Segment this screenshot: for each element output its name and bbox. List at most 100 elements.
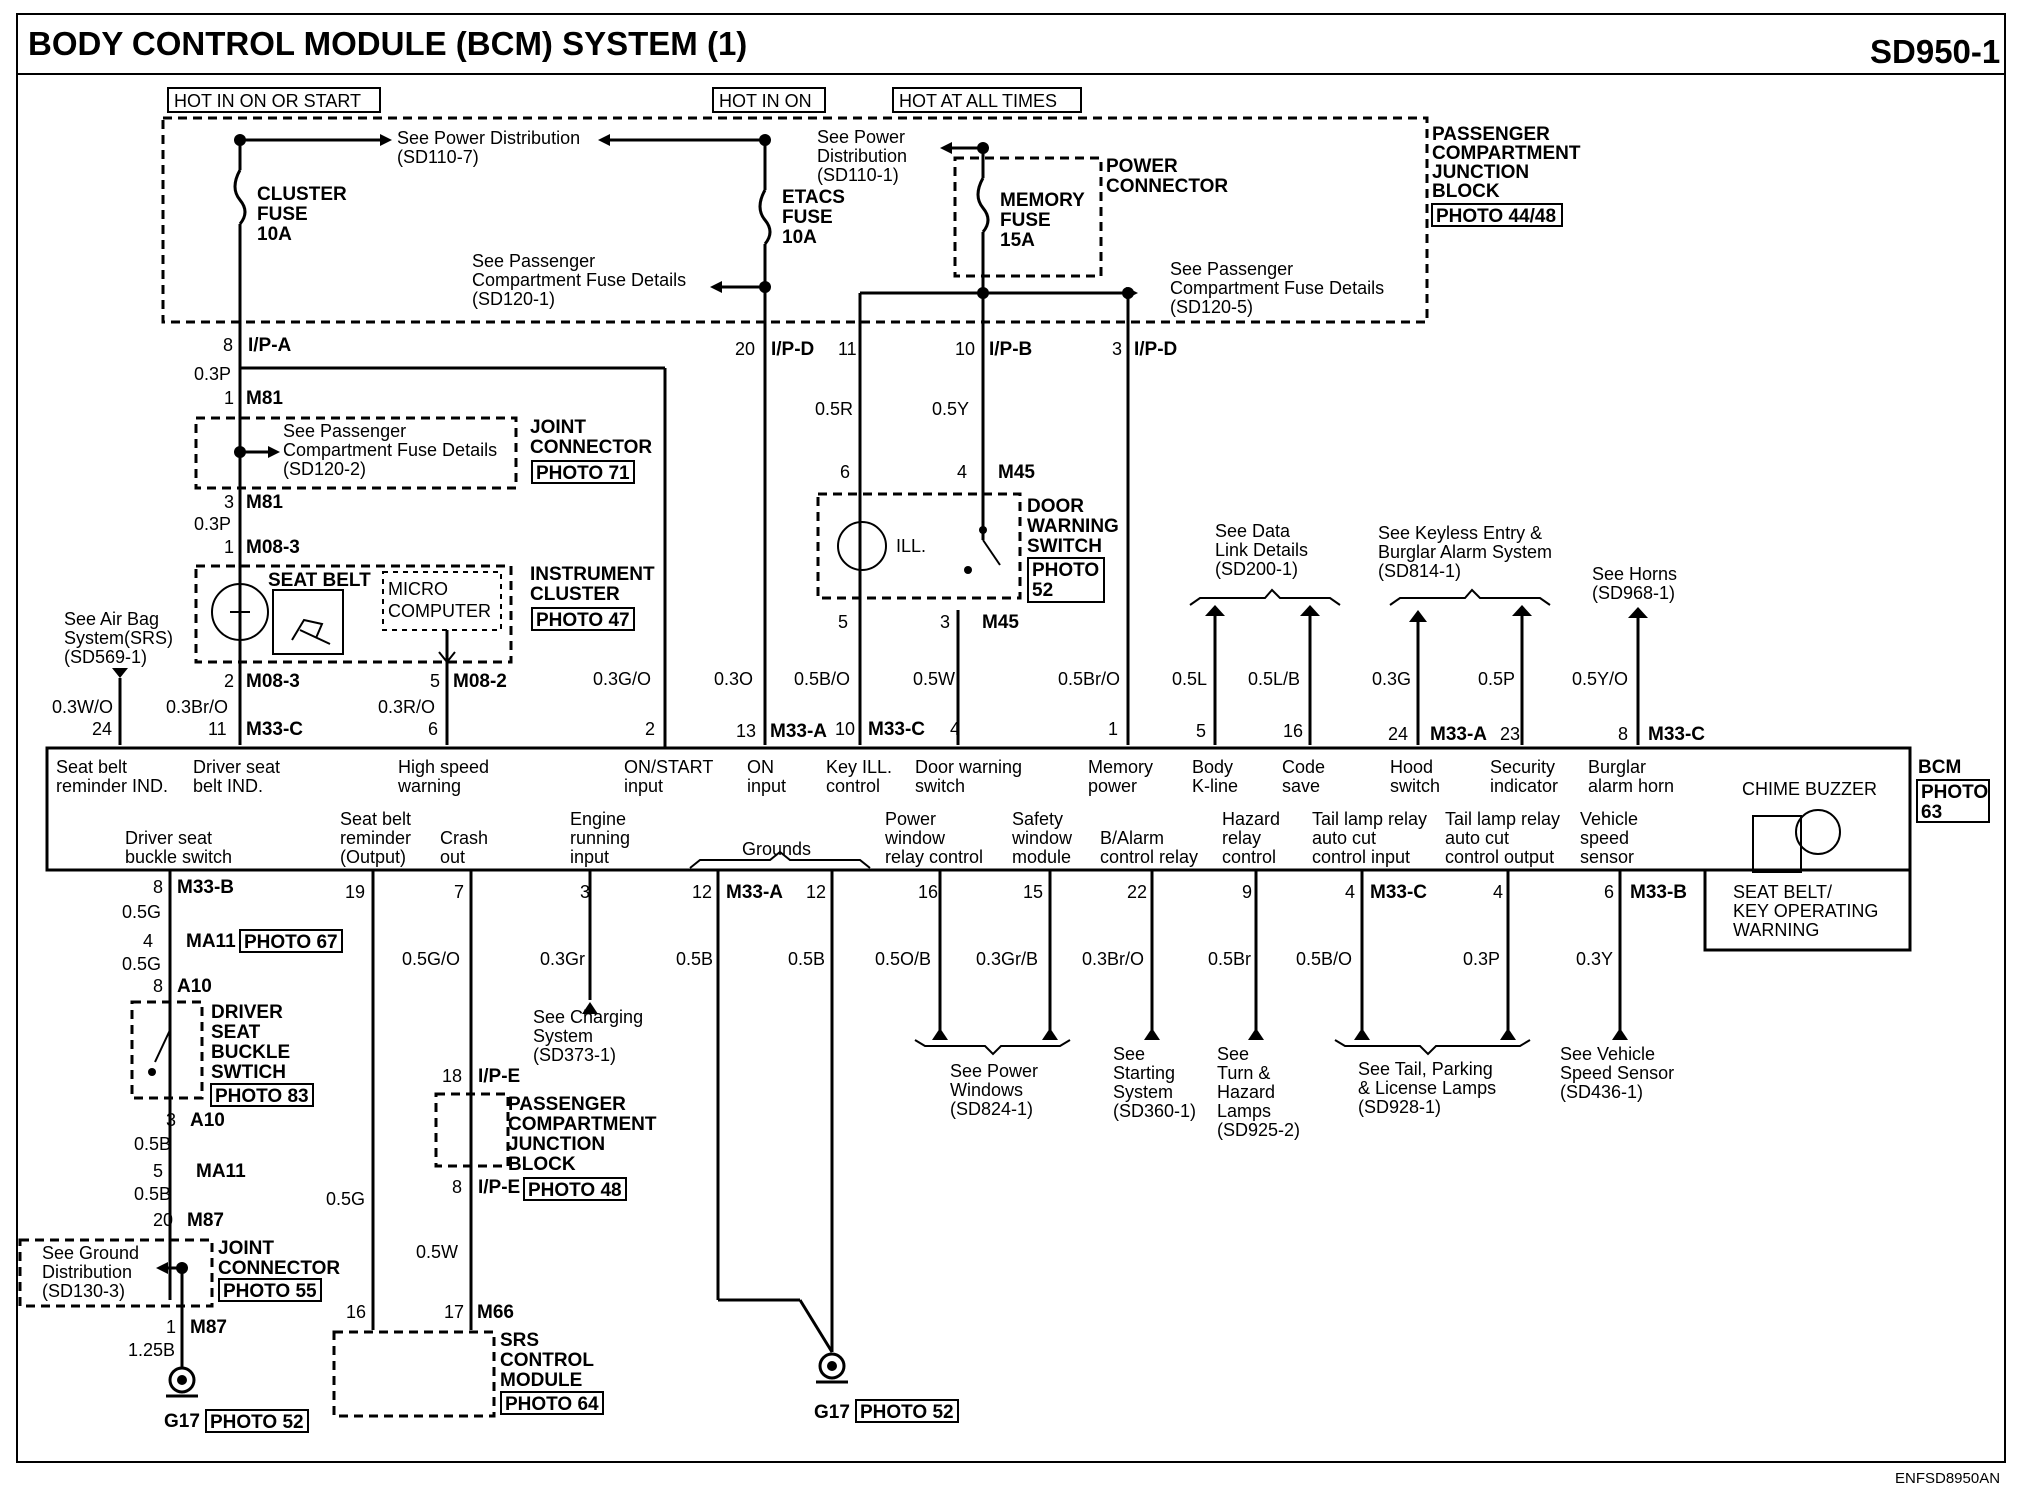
diagram-shape — [205, 1409, 309, 1433]
bcm-top-label: input — [747, 776, 786, 796]
label-wires-w05b: 0.5B — [676, 949, 713, 969]
see-pd-1-ref: (SD110-7) — [397, 147, 479, 167]
bcm-bottom-label: relay — [1222, 828, 1261, 848]
label-airbag-0: See Air Bag — [64, 609, 159, 629]
diagram-shape — [582, 1002, 598, 1014]
diagram-shape — [177, 1375, 187, 1385]
diagram-shape — [18, 1238, 214, 1308]
label-refs-vss-0: See Vehicle — [1560, 1044, 1655, 1064]
label-refs-horns-0: See Horns — [1592, 564, 1677, 584]
label-wires-w05b: 0.5B — [788, 949, 825, 969]
label-connectors-m66: M66 — [477, 1302, 514, 1323]
etacs-fuse-l3: 10A — [782, 227, 817, 248]
label-wires-w125b: 1.25B — [128, 1340, 175, 1360]
bcm-bottom-label: buckle switch — [125, 847, 232, 867]
label-jc55-title-1: CONNECTOR — [218, 1258, 340, 1279]
label-pins-p8: 8 — [1618, 724, 1628, 744]
label-pins-p12: 12 — [692, 882, 712, 902]
bcm-bottom-label: relay control — [885, 847, 983, 867]
diagram-shape — [1144, 1028, 1160, 1040]
cluster-fuse-l3: 10A — [257, 224, 292, 245]
label-wires-w05yo: 0.5Y/O — [1572, 669, 1628, 689]
label-connectors-m33c: M33-C — [1370, 882, 1427, 903]
label-wires-w03o: 0.3O — [714, 669, 753, 689]
label-pins-p5: 5 — [838, 612, 848, 632]
label-pins-p24: 24 — [92, 719, 112, 739]
seatbelt-icon — [272, 589, 344, 655]
label-pins-p4: 4 — [957, 462, 967, 482]
see-pcfd-b1: See Passenger — [1170, 259, 1293, 279]
bcm-top-label: K-line — [1192, 776, 1238, 796]
label-pins-p18: 18 — [442, 1066, 462, 1086]
label-bcm-photo_num: 63 — [1921, 802, 1942, 823]
label-pins-p5: 5 — [430, 671, 440, 691]
label-srs-title-2: MODULE — [500, 1370, 582, 1391]
bcm-top-label: Memory — [1088, 757, 1153, 777]
label-wires-w05g: 0.5G — [326, 1189, 365, 1209]
label-jc55-text-2: (SD130-3) — [42, 1281, 125, 1301]
label-wires-w05bro: 0.5Br/O — [1058, 669, 1120, 689]
diagram-shape — [211, 583, 269, 641]
bcm-top-label: ON/START — [624, 757, 713, 777]
label-connectors-m33c: M33-C — [1648, 724, 1705, 745]
label-pins-p6: 6 — [1604, 882, 1614, 902]
label-ground-name: G17 — [164, 1411, 200, 1432]
diagram-shape — [291, 618, 331, 645]
pcjb-l2: COMPARTMENT — [1432, 143, 1581, 164]
diagram-shape — [964, 566, 972, 574]
diagram-shape — [818, 1352, 846, 1380]
label-pins-p16: 16 — [346, 1302, 366, 1322]
bcm-top-label: Body — [1192, 757, 1233, 777]
label-refs-starting-2: System — [1113, 1082, 1173, 1102]
diagram-shape — [940, 142, 952, 154]
label-refs-starting-3: (SD360-1) — [1113, 1101, 1196, 1121]
label-instrument_cluster-micro-1: COMPUTER — [388, 601, 491, 621]
diagram-shape — [1612, 1028, 1628, 1040]
pcjb-outline — [161, 116, 1429, 324]
label-pins-p1: 1 — [166, 1317, 176, 1337]
bcm-top-label: Door warning — [915, 757, 1022, 777]
label-connectors-m45: M45 — [982, 612, 1019, 633]
bcm-top-label: Seat belt — [56, 757, 127, 777]
pcjb-photo: PHOTO 44/48 — [1436, 206, 1556, 227]
label-srs-title-0: SRS — [500, 1330, 539, 1351]
bcm-bottom-label: control input — [1312, 847, 1410, 867]
label-pins-p4: 4 — [1345, 882, 1355, 902]
diagram-shape — [382, 571, 502, 631]
bcm-top-label: Hood — [1390, 757, 1433, 777]
label-pins-p8: 8 — [153, 976, 163, 996]
diagram-shape — [1042, 1028, 1058, 1040]
bcm-bottom-label: window — [1011, 828, 1073, 848]
diagram-shape — [1795, 809, 1841, 855]
diagram-shape — [434, 1092, 510, 1168]
diagram-shape — [1916, 779, 1990, 823]
label-wires-w05ob: 0.5O/B — [875, 949, 931, 969]
diagram-shape — [130, 1000, 204, 1100]
label-connectors-ipa: I/P-A — [248, 335, 292, 356]
srs-photo: PHOTO 64 — [505, 1394, 599, 1415]
label-pins-p3: 3 — [940, 612, 950, 632]
wire — [1334, 1039, 1531, 1056]
diagram-shape — [710, 281, 722, 293]
ma11-photo: PHOTO 67 — [244, 932, 338, 953]
bcm-bottom-label: Seat belt — [340, 809, 411, 829]
label-connectors-m33a: M33-A — [770, 721, 827, 742]
label-pins-p20: 20 — [153, 1210, 173, 1230]
label-pins-p1: 1 — [224, 537, 234, 557]
bcm-top-label: input — [624, 776, 663, 796]
bcm-top-label: save — [1282, 776, 1320, 796]
diagram-shape — [168, 1366, 196, 1394]
label-joint_connector-text-0: See Passenger — [283, 421, 406, 441]
diagram-shape — [233, 169, 247, 225]
diagram-shape — [1752, 815, 1802, 873]
bcm-bottom-label: Vehicle — [1580, 809, 1638, 829]
see-pd-2-ref: (SD110-1) — [817, 165, 899, 185]
label-refs-data_link-1: Link Details — [1215, 540, 1308, 560]
etacs-fuse-l2: FUSE — [782, 207, 833, 228]
label-connectors-ipe: I/P-E — [478, 1066, 520, 1087]
diagram-shape — [837, 521, 887, 571]
footer-code: ENFSD8950AN — [1895, 1470, 2000, 1487]
label-refs-turn-2: Hazard — [1217, 1082, 1275, 1102]
label-wires-w05br: 0.5Br — [1208, 949, 1251, 969]
